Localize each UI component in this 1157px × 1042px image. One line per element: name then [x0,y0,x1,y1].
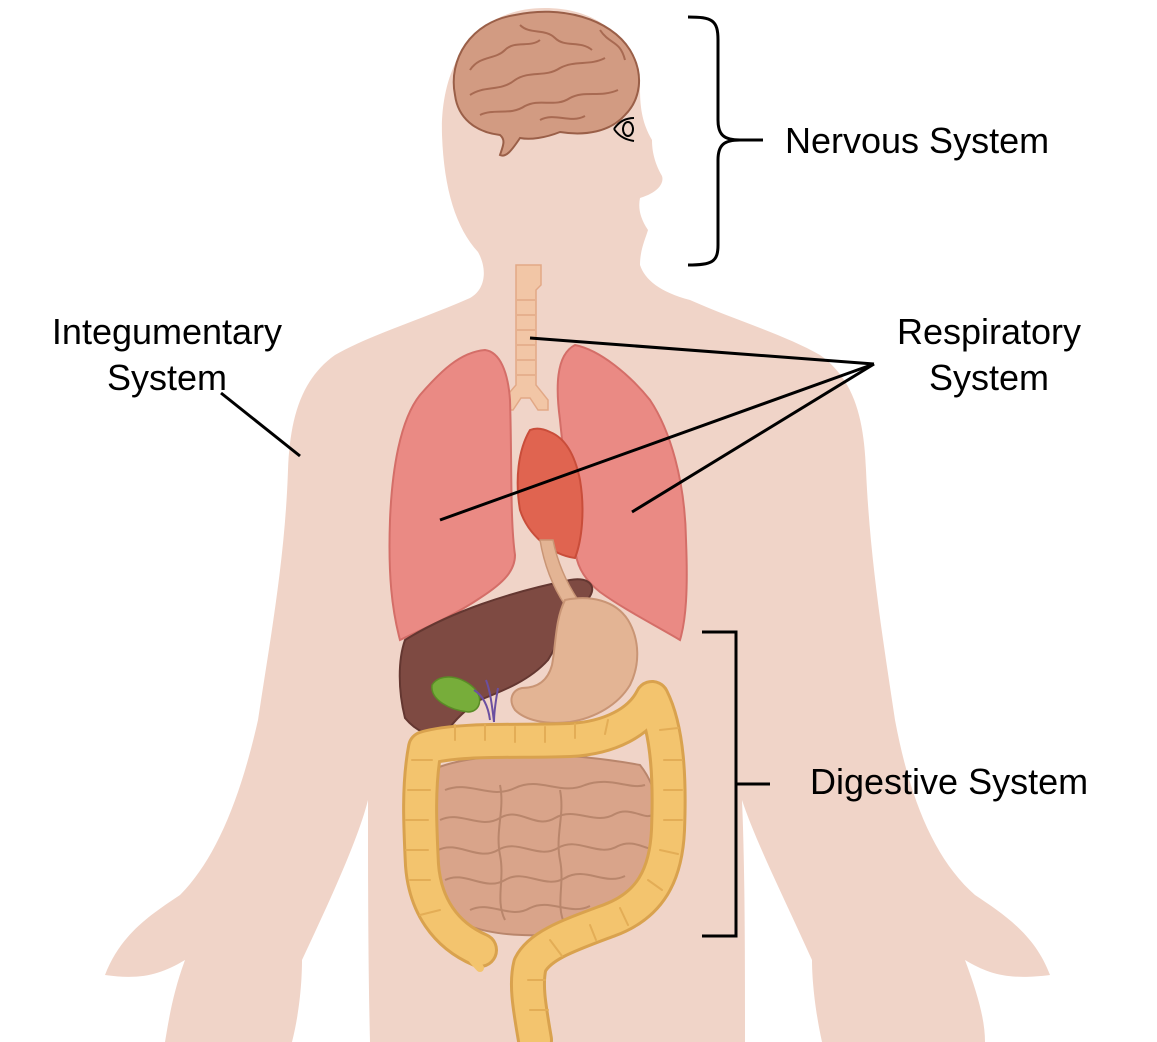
respiratory-system-label-line1: Respiratory [897,311,1081,352]
digestive-system-label: Digestive System [810,761,1088,802]
respiratory-leader-right-lung [439,362,875,522]
leader-lines [220,15,875,938]
labels: Nervous System Integumentary System Resp… [52,120,1088,802]
integumentary-leader [220,391,301,458]
respiratory-system-label-line2: System [929,357,1049,398]
eye-icon [613,117,635,142]
integumentary-system-label-line1: Integumentary [52,311,282,352]
lungs [388,343,688,642]
brain [452,10,641,157]
respiratory-leader-left-lung [631,362,875,514]
nervous-system-bracket [687,15,763,267]
gallbladder [431,676,499,723]
stomach [510,539,639,724]
nervous-system-label: Nervous System [785,120,1049,161]
appendix [451,926,484,972]
small-intestine [426,754,662,937]
digestive-system-bracket [702,630,770,938]
large-intestine [402,680,687,1042]
integumentary-system-label-line2: System [107,357,227,398]
respiratory-leader-trachea [529,336,875,366]
